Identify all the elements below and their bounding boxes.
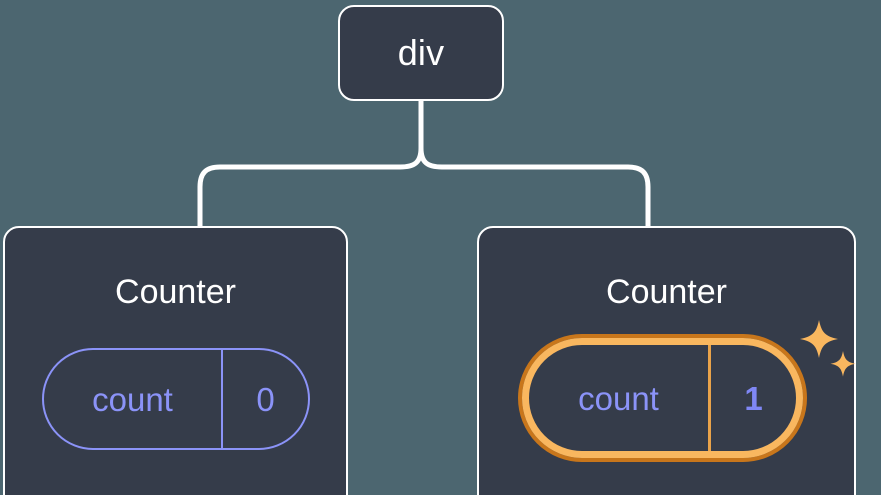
state-value-left-label: 0 xyxy=(256,380,275,418)
node-counter-right-title: Counter xyxy=(606,273,727,311)
state-pill-right[interactable]: count 1 xyxy=(522,338,803,458)
state-key-left-label: count xyxy=(92,380,173,418)
state-key-left: count xyxy=(44,350,221,448)
state-value-right: 1 xyxy=(708,345,796,451)
state-pill-left[interactable]: count 0 xyxy=(42,348,310,450)
state-key-right: count xyxy=(529,345,708,451)
node-div[interactable]: div xyxy=(338,5,504,101)
state-value-left: 0 xyxy=(221,350,308,448)
state-value-right-label: 1 xyxy=(744,379,763,417)
node-div-label: div xyxy=(397,32,445,73)
state-key-right-label: count xyxy=(578,379,659,417)
state-pill-right-highlight-ring: count 1 xyxy=(518,334,807,462)
state-pill-right-wrapper: count 1 xyxy=(518,334,807,462)
state-pill-left-wrapper: count 0 xyxy=(42,348,310,450)
node-counter-left-title: Counter xyxy=(115,273,236,311)
